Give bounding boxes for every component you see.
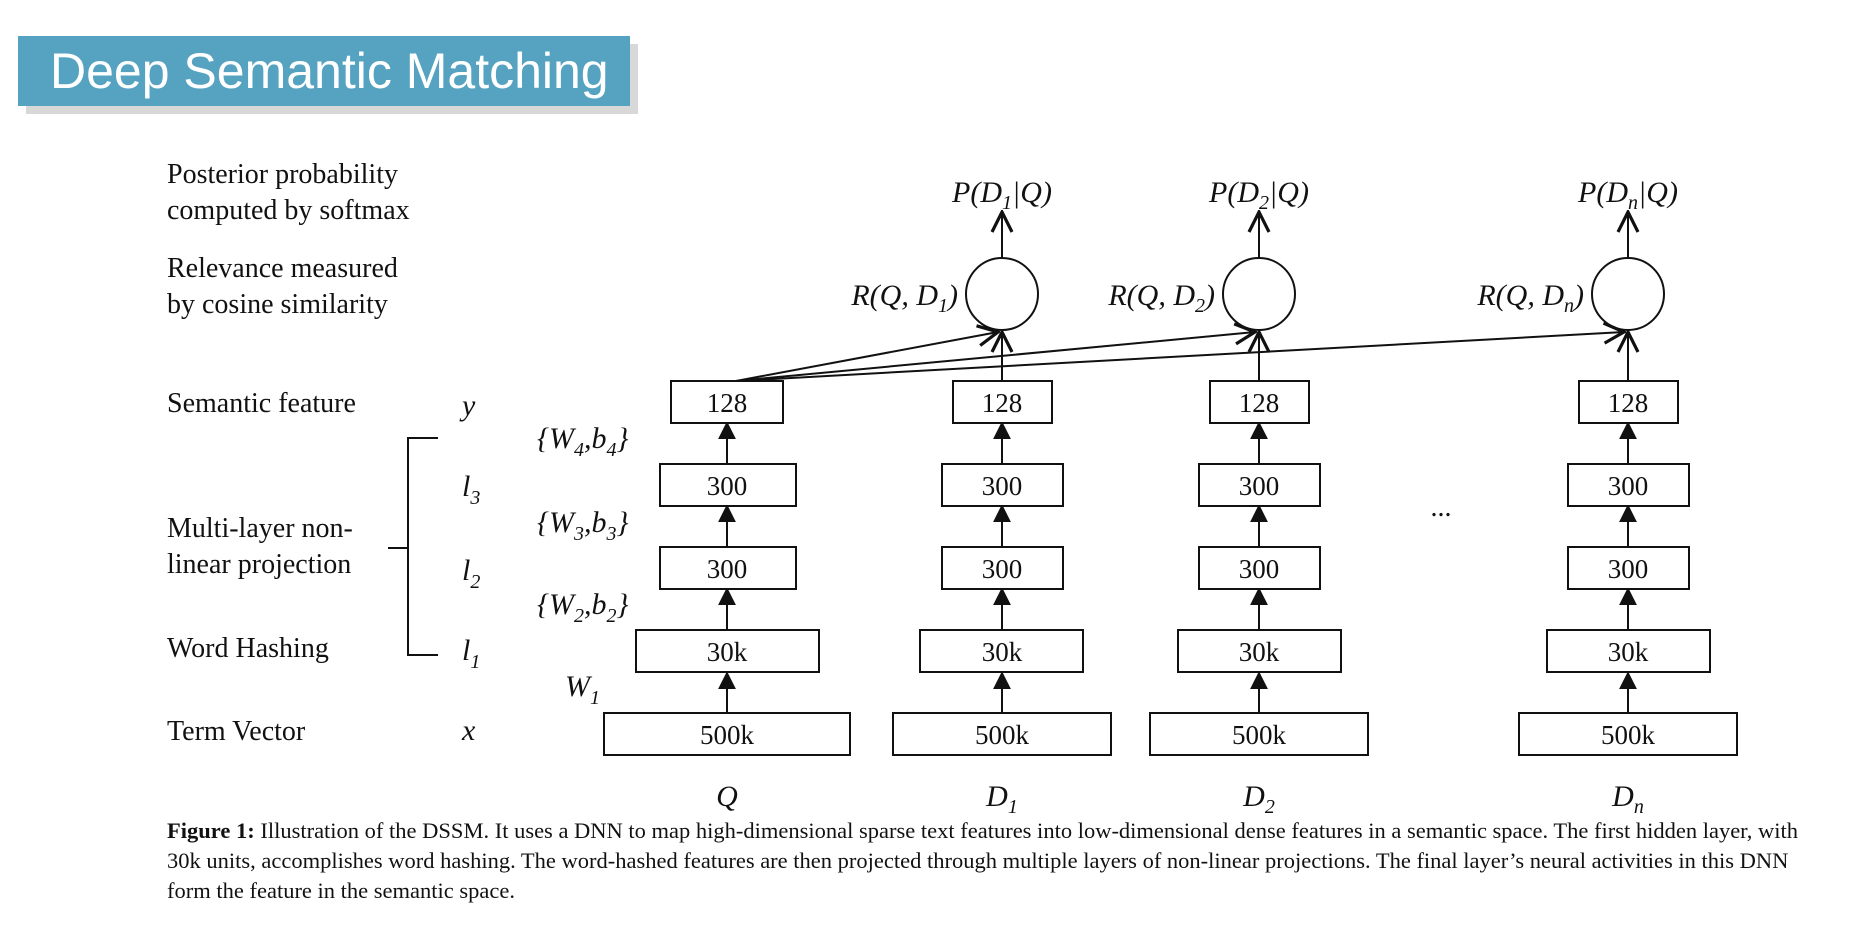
- q-l2-value: 300: [707, 554, 748, 584]
- dn-column-label: Dn: [1611, 780, 1644, 818]
- term-vector-label: Term Vector: [167, 716, 306, 747]
- dn-input-value: 500k: [1601, 720, 1656, 750]
- caption-text: Illustration of the DSSM. It uses a DNN …: [167, 818, 1799, 903]
- q-l3-value: 300: [707, 471, 748, 501]
- column-q: 500k 30k 300 300 128 Q: [603, 380, 851, 813]
- column-d1: 500k 30k 300 300 128 P(D1|Q) R(Q, D1) D1: [850, 176, 1112, 818]
- posterior-label-2: computed by softmax: [167, 195, 410, 226]
- q-column-label: Q: [716, 780, 738, 813]
- symbol-x: x: [461, 714, 476, 747]
- d1-semantic-box: [952, 380, 1053, 424]
- column-d2: 500k 30k 300 300 128 P(D2|Q) R(Q, D2) D2: [1107, 176, 1369, 818]
- d1-l2-value: 300: [982, 554, 1023, 584]
- dn-l3-value: 300: [1608, 471, 1649, 501]
- semantic-feature-label: Semantic feature: [167, 388, 356, 419]
- q-l3-box: [659, 463, 797, 507]
- relevance-label-1: Relevance measured: [167, 253, 398, 284]
- d1-l3-box: [941, 463, 1064, 507]
- q-semantic-value: 128: [707, 388, 748, 418]
- dn-input-box: [1518, 712, 1738, 756]
- d2-l1-box: [1177, 629, 1342, 673]
- weight-w1: W1: [565, 670, 600, 709]
- q-to-d2-connection: [735, 332, 1255, 382]
- d1-l2-box: [941, 546, 1064, 590]
- d1-relevance-label: R(Q, D1): [850, 279, 958, 317]
- d1-column-label: D1: [985, 780, 1018, 818]
- multilayer-label-1: Multi-layer non-: [167, 513, 353, 544]
- q-l1-value: 30k: [707, 637, 748, 667]
- relevance-label-2: by cosine similarity: [167, 289, 388, 320]
- d1-l3-value: 300: [982, 471, 1023, 501]
- d1-l1-value: 30k: [982, 637, 1023, 667]
- d2-prob-label: P(D2|Q): [1208, 176, 1309, 214]
- weight-w3-b3: {W3,b3}: [537, 506, 629, 545]
- d2-relevance-label: R(Q, D2): [1107, 279, 1215, 317]
- d2-l2-box: [1198, 546, 1321, 590]
- d2-l2-value: 300: [1239, 554, 1280, 584]
- dn-prob-label: P(Dn|Q): [1577, 176, 1678, 214]
- weight-w2-b2: {W2,b2}: [537, 588, 629, 627]
- posterior-label-1: Posterior probability: [167, 159, 398, 190]
- word-hashing-label: Word Hashing: [167, 633, 329, 664]
- figure-caption: Figure 1: Illustration of the DSSM. It u…: [167, 816, 1827, 906]
- d2-l1-value: 30k: [1239, 637, 1280, 667]
- symbol-l1: l1: [462, 634, 480, 673]
- caption-label: Figure 1:: [167, 818, 255, 843]
- q-input-value: 500k: [700, 720, 755, 750]
- d1-input-box: [892, 712, 1112, 756]
- dn-l3-box: [1567, 463, 1690, 507]
- layer-bracket: [388, 437, 438, 656]
- page-title: Deep Semantic Matching: [50, 43, 609, 99]
- symbol-l3: l3: [462, 470, 480, 509]
- d1-cosine-node: [965, 257, 1039, 331]
- dn-relevance-label: R(Q, Dn): [1476, 279, 1584, 317]
- symbol-y: y: [459, 389, 476, 422]
- q-to-dn-connection: [735, 332, 1624, 382]
- columns-ellipsis: ...: [1431, 492, 1452, 523]
- q-l1-box: [635, 629, 820, 673]
- weight-w4-b4: {W4,b4}: [537, 422, 629, 461]
- dn-l2-value: 300: [1608, 554, 1649, 584]
- d2-l3-value: 300: [1239, 471, 1280, 501]
- q-to-d1-connection: [735, 332, 998, 382]
- dn-semantic-value: 128: [1608, 388, 1649, 418]
- dn-l1-value: 30k: [1608, 637, 1649, 667]
- d1-input-value: 500k: [975, 720, 1030, 750]
- column-dn: 500k 30k 300 300 128 P(Dn|Q) R(Q, Dn) Dn: [1476, 176, 1738, 818]
- d2-cosine-node: [1222, 257, 1296, 331]
- d2-column-label: D2: [1242, 780, 1275, 818]
- title-banner: Deep Semantic Matching: [18, 36, 630, 106]
- d2-input-value: 500k: [1232, 720, 1287, 750]
- q-l2-box: [659, 546, 797, 590]
- d1-semantic-value: 128: [982, 388, 1023, 418]
- d2-semantic-box: [1209, 380, 1310, 424]
- multilayer-label-2: linear projection: [167, 549, 351, 580]
- q-semantic-box: [670, 380, 784, 424]
- d1-prob-label: P(D1|Q): [951, 176, 1052, 214]
- dn-cosine-node: [1591, 257, 1665, 331]
- d2-semantic-value: 128: [1239, 388, 1280, 418]
- symbol-l2: l2: [462, 554, 480, 593]
